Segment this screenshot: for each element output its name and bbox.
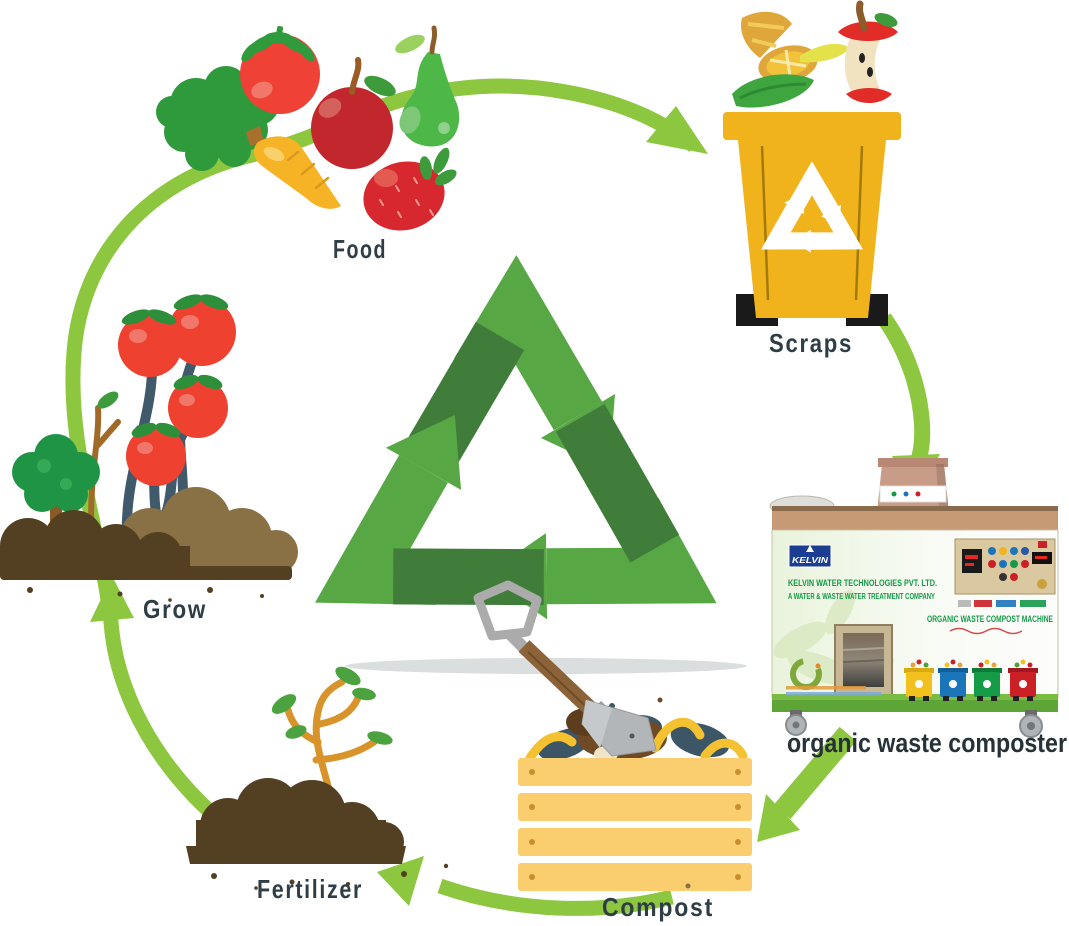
compost-crate [518,758,752,891]
machine-certification-badges [958,600,1046,607]
machine-wheels [785,710,1043,738]
apple-core [838,0,898,103]
machine-company: KELVIN WATER TECHNOLOGIES PVT. LTD. [788,578,937,589]
arrowhead-to-grow [90,576,134,622]
composter-to-compost-arrow [757,726,857,842]
label-grow: Grow [143,594,207,624]
strawberry [363,147,457,231]
tomato [240,26,320,114]
label-fertilizer: Fertilizer [257,874,363,904]
machine-contact-line [786,686,866,690]
arc-compost-to-fertilizer [437,878,674,916]
arc-fertilizer-grow-food-scraps [65,78,699,863]
banana-peel [800,43,850,63]
machine-brand: KELVIN [792,556,828,565]
label-organic-waste-composter: organic waste composter [787,728,1067,758]
grow-bush [12,434,100,522]
soil-speck [685,883,691,889]
food-scraps [732,0,898,108]
grow-soil [0,487,298,602]
arc-scraps-to-composter [877,313,931,467]
machine-tagline: A WATER & WASTE WATER TREATMENT COMPANY [788,592,935,601]
arrowhead-to-scraps [646,106,708,154]
twig-leaf [97,391,119,409]
machine-product-name: ORGANIC WASTE COMPOST MACHINE [927,614,1053,624]
fertilizer-illustration [186,666,449,890]
machine-bin-row [904,659,1038,701]
scraps-bin [723,112,901,326]
cycle-arrows [65,78,940,916]
grow-illustration [0,294,298,602]
label-food: Food [333,234,387,264]
machine-control-panel [954,538,1056,595]
arrowhead-to-fertilizer [377,856,424,906]
machine-brand-logo: KELVIN [788,544,832,568]
kale-leaf [732,74,814,108]
food-illustration [156,25,460,231]
machine-website-line [786,692,881,696]
label-scraps: Scraps [769,328,853,358]
fertilizer-mound [186,778,449,890]
banana-peel-front [700,738,748,761]
pear [395,25,460,147]
carrot [246,126,341,209]
machine-script-tagline [949,627,1023,635]
label-compost: Compost [602,892,714,922]
vine-tomatoes [118,294,236,486]
sapling [271,666,393,798]
apple [311,57,396,169]
machine-hatch [834,624,893,696]
shovel [473,580,657,757]
recycle-symbol [313,310,715,661]
scraps-illustration [723,0,901,326]
composter-machine: KELVIN KELVIN WATER TECHNOLOGIES PVT. LT… [769,458,1059,738]
stage-labels: Food Scraps Grow Fertilizer Compost [143,234,853,922]
compost-illustration [473,580,752,891]
